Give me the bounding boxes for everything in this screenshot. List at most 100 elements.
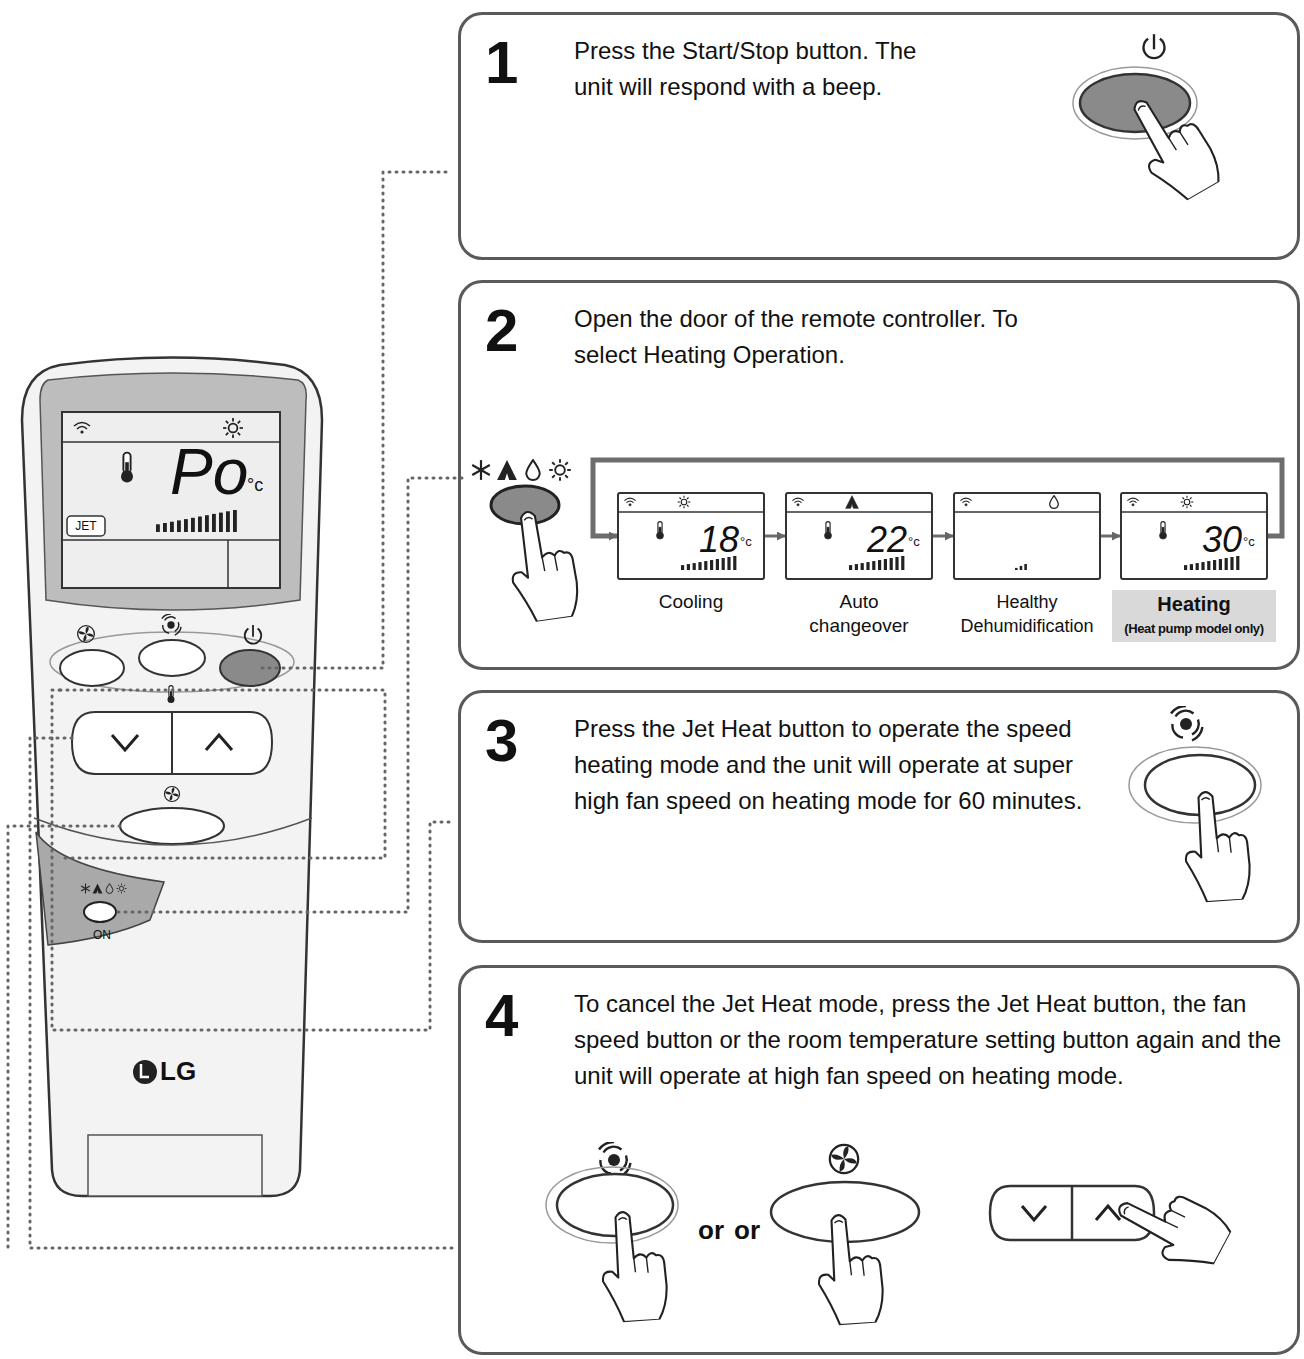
step-illustrations — [1181, 789, 1252, 903]
remote-controller — [74, 423, 90, 434]
step-illustrations — [1109, 1172, 1236, 1279]
step-illustrations — [472, 34, 1268, 1326]
bar-graph — [849, 565, 852, 570]
display-ground — [786, 493, 932, 579]
step-illustrations — [546, 1167, 678, 1243]
bar-graph — [170, 522, 174, 532]
connector-word: or — [698, 1215, 724, 1246]
step-illustrations — [549, 459, 571, 481]
display-box: 22°cAuto changeover — [785, 492, 933, 580]
remote-controller — [93, 884, 103, 894]
step-illustrations — [1071, 1186, 1074, 1240]
bar-graph — [693, 563, 696, 570]
display-box: 30°cHeating(Heat pump model only) — [1120, 492, 1268, 580]
step-illustrations — [497, 460, 517, 480]
leader-lines — [118, 478, 468, 912]
bar-graph — [1207, 561, 1210, 570]
bar-graph — [1219, 559, 1222, 570]
connector-word: or — [734, 1215, 760, 1246]
lcd-detail — [960, 498, 971, 506]
leader-lines — [8, 826, 120, 1248]
lcd-detail — [617, 511, 765, 513]
step-illustrations — [1129, 747, 1261, 823]
temperature-value: 30 — [1162, 518, 1242, 561]
bar-graph — [710, 560, 713, 570]
bar-graph — [1201, 562, 1204, 570]
remote-controller — [78, 626, 95, 643]
bar-graph — [687, 564, 690, 570]
bar-graph — [1015, 568, 1018, 570]
remote-controller — [88, 1135, 262, 1196]
step-illustrations — [1117, 82, 1227, 209]
bar-graph — [226, 511, 230, 532]
bar-graph — [198, 517, 202, 533]
lcd-detail — [825, 522, 832, 540]
flow-arrow — [765, 535, 785, 538]
step-illustrations — [472, 460, 490, 480]
remote-controller — [156, 510, 237, 532]
bar-graph — [716, 559, 719, 570]
bar-graph — [855, 564, 858, 570]
step-text: To cancel the Jet Heat mode, press the J… — [574, 986, 1286, 1094]
brand-logo: LG — [160, 1056, 196, 1087]
bar-graph — [884, 559, 887, 570]
step-illustrations — [598, 1209, 669, 1323]
display-box: 18°cCooling — [617, 492, 765, 580]
step-illustrations — [1022, 1206, 1046, 1220]
flow-arrow — [593, 460, 1282, 536]
remote-controller — [165, 787, 180, 802]
step-illustrations — [599, 1142, 631, 1177]
step-number: 3 — [485, 705, 518, 777]
bar-graph — [1196, 563, 1199, 570]
remote-controller — [141, 1064, 149, 1077]
remote-controller — [245, 625, 262, 644]
button-label: ON — [93, 928, 111, 942]
remote-controller — [62, 412, 280, 588]
lcd-detail — [1160, 522, 1167, 540]
bar-graph — [866, 562, 869, 570]
lcd-detail — [1181, 496, 1194, 509]
display-ground — [618, 493, 764, 579]
display-ground — [954, 493, 1100, 579]
leader-lines — [52, 690, 452, 1030]
flow-arrow — [933, 535, 953, 538]
bar-graph — [1184, 565, 1187, 570]
lcd-detail — [953, 511, 1101, 513]
mode-label: Healthy Dehumidification — [947, 590, 1107, 638]
lcd-detail — [1127, 498, 1138, 506]
bar-graph — [1190, 564, 1193, 570]
step-illustrations — [1171, 706, 1203, 741]
step-number: 4 — [485, 980, 518, 1052]
remote-controller — [62, 539, 280, 541]
lcd-detail — [1120, 511, 1268, 513]
bar-graph — [698, 562, 701, 570]
bar-graph — [184, 519, 188, 532]
step-illustrations — [830, 1145, 858, 1173]
bar-graph — [878, 560, 881, 570]
bar-graph — [156, 524, 160, 532]
display-box: Healthy Dehumidification — [953, 492, 1101, 580]
remote-controller — [60, 650, 124, 686]
remote-controller — [36, 832, 164, 945]
step-number: 1 — [485, 27, 518, 99]
lcd-detail — [657, 522, 664, 540]
bar-graph — [191, 518, 195, 532]
bar-graph — [872, 561, 875, 570]
bar-graph — [1024, 564, 1027, 570]
bar-graph — [1020, 566, 1023, 570]
step-text: Open the door of the remote controller. … — [574, 301, 1044, 373]
step-panel: 2Open the door of the remote controller.… — [458, 280, 1300, 670]
bar-graph — [1213, 560, 1216, 570]
bar-graph — [205, 515, 209, 532]
bar-graph — [163, 523, 167, 532]
bar-graph — [233, 510, 237, 532]
step-illustrations — [504, 507, 582, 625]
display-ground — [1121, 493, 1267, 579]
temperature-value: 22 — [827, 518, 907, 561]
lcd-detail — [792, 498, 803, 506]
unit-symbol: °c — [740, 534, 752, 550]
remote-controller — [50, 632, 294, 692]
bar-graph — [219, 513, 223, 532]
